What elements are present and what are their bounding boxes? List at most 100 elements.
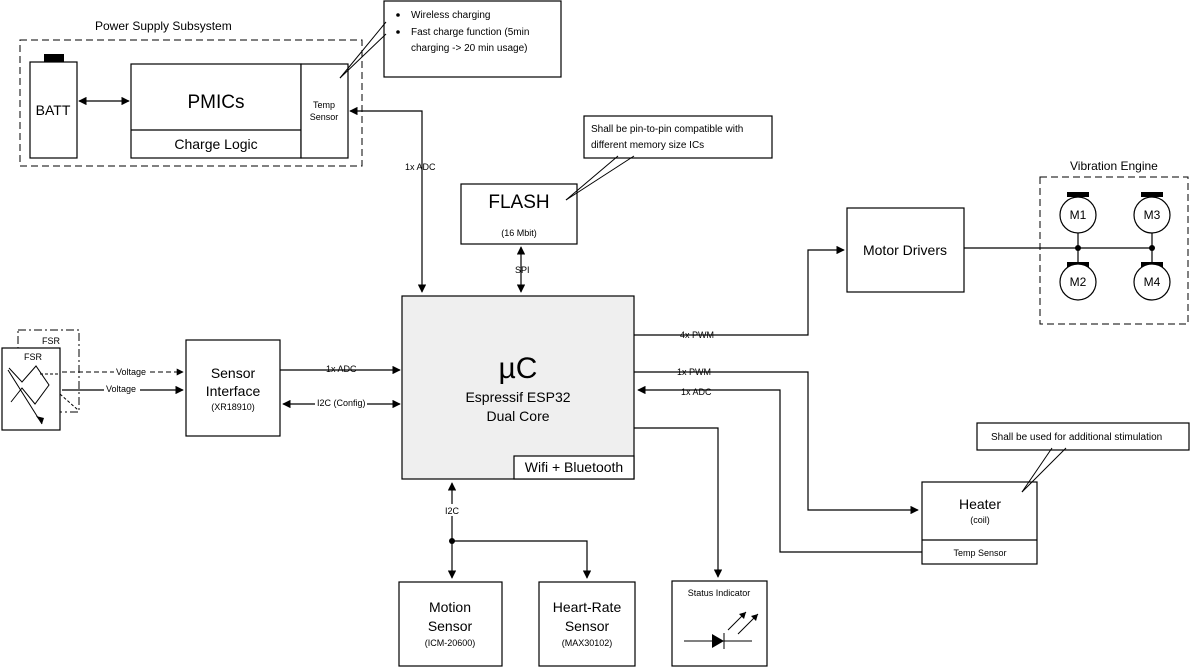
temp-sensor-block — [300, 63, 349, 159]
motion-sensor-part: (ICM-20600) — [425, 638, 476, 648]
motor-icon — [1059, 196, 1097, 234]
motor-m2-label: M2 — [1070, 275, 1087, 289]
power-supply-subsystem: Power Supply Subsystem BATT PMICs Charge… — [19, 0, 562, 167]
motion-sensor-block — [398, 581, 503, 667]
i2c-config-label-bg — [315, 397, 367, 408]
pwm4-link — [634, 245, 845, 336]
flash-title: FLASH — [488, 192, 549, 213]
fsr-voltage-label-2: Voltage — [106, 384, 136, 394]
pwm4-label: 4x PWM — [680, 330, 714, 340]
radio-block — [513, 455, 635, 480]
motor-m1: M1 — [1059, 192, 1097, 234]
sensor-adc-label: 1x ADC — [326, 364, 357, 374]
charging-note-bullet-2b: charging -> 20 min usage) — [411, 43, 527, 54]
bullet-icon — [396, 30, 400, 34]
motor-m3-label: M3 — [1144, 208, 1161, 222]
fsr-voltage-label-1: Voltage — [116, 367, 146, 377]
motor-drivers-block — [846, 207, 965, 293]
battery-label: BATT — [36, 102, 71, 118]
pmics-block — [130, 63, 302, 159]
spi-label: SPI — [515, 265, 530, 275]
heater-adc-link — [637, 385, 922, 553]
heater-title: Heater — [959, 496, 1001, 512]
battery-terminal-icon — [44, 54, 64, 62]
fsr-sensor-block — [1, 347, 61, 431]
heater-note-pointer-a — [1021, 447, 1053, 493]
fsr-voltage-label-bg — [104, 384, 140, 395]
temp-sensor-label-2: Sensor — [310, 112, 339, 122]
heater-note-pointer-b — [1021, 447, 1067, 493]
heater-temp-sensor: Temp Sensor — [953, 548, 1006, 558]
i2c-bus-label: I2C — [445, 506, 460, 516]
power-supply-title: Power Supply Subsystem — [95, 19, 232, 33]
fsr-inner-label: FSR — [24, 352, 43, 362]
pwm1-label: 1x PWM — [677, 367, 711, 377]
motor-m1-label: M1 — [1070, 208, 1087, 222]
sensor-interface-block — [185, 339, 281, 437]
flash-note-line-2: different memory size ICs — [591, 140, 704, 151]
motor-m3: M3 — [1133, 192, 1171, 234]
status-indicator-block — [671, 580, 768, 667]
status-link — [634, 427, 723, 578]
sensor-interface-part: (XR18910) — [211, 402, 255, 412]
heart-rate-part: (MAX30102) — [562, 638, 613, 648]
heart-rate-sensor: Heart-Rate Sensor (MAX30102) — [538, 581, 636, 667]
motor-m4-label: M4 — [1144, 275, 1161, 289]
motor-icon — [1133, 196, 1171, 234]
microcontroller: µC Espressif ESP32 Dual Core Wifi + Blue… — [401, 295, 635, 480]
flash-module: FLASH (16 Mbit) Shall be pin-to-pin comp… — [460, 115, 773, 245]
mcu-symbol: µC — [499, 352, 538, 385]
status-indicator: Status Indicator — [671, 580, 768, 667]
vibration-engine-boundary — [1039, 176, 1189, 325]
heater-module: Heater (coil) Temp Sensor Shall be used … — [921, 422, 1190, 565]
junction-icon — [1075, 245, 1081, 251]
radio-label: Wifi + Bluetooth — [525, 459, 623, 475]
fsr-variable-arrow-icon — [7, 369, 43, 425]
i2c-bus-label-bg — [442, 504, 462, 516]
status-indicator-label: Status Indicator — [688, 588, 751, 598]
junction-icon — [449, 538, 455, 544]
bullet-icon — [396, 13, 400, 17]
heater-sub: (coil) — [970, 515, 990, 525]
heater-adc-label: 1x ADC — [681, 387, 712, 397]
mcu-name: Espressif ESP32 — [465, 389, 570, 405]
motion-sensor: Motion Sensor (ICM-20600) — [398, 581, 503, 667]
heart-rate-line-2: Sensor — [565, 618, 610, 634]
sensor-interface-line-2: Interface — [206, 383, 261, 399]
motion-sensor-line-1: Motion — [429, 599, 471, 615]
heater-note-text: Shall be used for additional stimulation — [991, 432, 1162, 443]
fsr-tap-2 — [59, 393, 79, 411]
motion-sensor-line-2: Sensor — [428, 618, 473, 634]
pwm1-link — [634, 371, 919, 515]
charging-note-bullet-1: Wireless charging — [411, 10, 490, 21]
junction-icon — [1149, 245, 1155, 251]
charging-note-pointer-a — [339, 21, 387, 79]
motor-terminal-icon — [1141, 192, 1163, 197]
fsr-arrowhead-icon — [36, 416, 44, 424]
temp-sensor-label-1: Temp — [313, 100, 335, 110]
fsr-resistor-icon — [8, 365, 50, 405]
sensor-interface-line-1: Sensor — [211, 365, 256, 381]
i2c-heart-rate-link — [452, 540, 592, 579]
fsr-module: FSR FSR — [1, 329, 80, 431]
vibration-engine: Vibration Engine M1 M3 M2 M4 — [964, 159, 1189, 325]
temp-adc-link — [349, 106, 427, 293]
charge-logic-label: Charge Logic — [174, 136, 257, 152]
motor-drivers-label: Motor Drivers — [863, 242, 947, 258]
flash-note-pointer-a — [565, 155, 619, 201]
motor-icon — [1133, 263, 1171, 301]
heater-note — [976, 422, 1190, 451]
flash-note — [583, 115, 773, 159]
power-supply-boundary — [19, 39, 363, 167]
motor-icon — [1059, 263, 1097, 301]
charging-note — [383, 0, 562, 78]
heater-block — [921, 481, 1038, 565]
mcu-block — [401, 295, 635, 480]
vibration-engine-title: Vibration Engine — [1070, 159, 1158, 173]
fsr-voltage-label-bg — [114, 366, 150, 377]
fsr-outer-label: FSR — [42, 336, 61, 346]
i2c-config-label: I2C (Config) — [317, 398, 366, 408]
motor-m2: M2 — [1059, 262, 1097, 301]
heart-rate-sensor-block — [538, 581, 636, 667]
